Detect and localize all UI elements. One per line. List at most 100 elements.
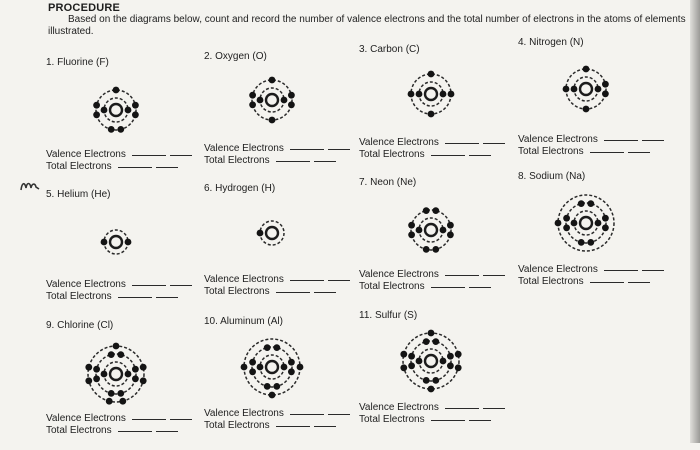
valence-line: Valence Electrons bbox=[359, 402, 505, 413]
electron-dot bbox=[273, 383, 281, 390]
element-cell: 11. Sulfur (S) Valence Electrons Total E… bbox=[359, 310, 514, 440]
electron-dot bbox=[427, 329, 435, 337]
valence-blank[interactable] bbox=[603, 270, 638, 271]
electron-dot bbox=[280, 363, 288, 371]
electron-dot bbox=[447, 231, 454, 239]
electron-dot bbox=[273, 344, 281, 351]
electron-dot bbox=[594, 219, 602, 227]
electron-dot bbox=[268, 391, 276, 399]
electron-dot bbox=[93, 375, 100, 383]
total-blank[interactable] bbox=[589, 282, 624, 283]
total-blank[interactable] bbox=[117, 297, 152, 298]
element-name: Carbon (C) bbox=[370, 44, 420, 55]
total-blank[interactable] bbox=[275, 161, 310, 162]
electron-dot bbox=[577, 239, 585, 246]
atom-diagram bbox=[400, 329, 462, 393]
electron-dot bbox=[407, 90, 415, 98]
element-cell: 2. Oxygen (O) Valence Electrons Total El… bbox=[204, 51, 359, 181]
electron-dot bbox=[432, 207, 440, 214]
valence-blank[interactable] bbox=[603, 140, 638, 141]
electron-dot bbox=[400, 364, 408, 372]
valence-blank[interactable] bbox=[131, 155, 166, 156]
total-line: Total Electrons bbox=[204, 286, 336, 297]
blank-extra bbox=[327, 414, 350, 415]
electron-shell bbox=[410, 209, 452, 251]
valence-line: Valence Electrons bbox=[46, 279, 192, 290]
electron-dot bbox=[427, 110, 435, 118]
valence-label: Valence Electrons bbox=[204, 143, 284, 154]
instructions: Based on the diagrams below, count and r… bbox=[48, 14, 686, 37]
electron-dot bbox=[132, 111, 139, 119]
total-blank[interactable] bbox=[589, 152, 624, 153]
valence-blank[interactable] bbox=[289, 414, 324, 415]
element-number: 3. bbox=[359, 44, 368, 55]
electron-dot bbox=[582, 65, 590, 73]
electron-dot bbox=[249, 91, 256, 99]
blank-extra bbox=[313, 161, 336, 162]
total-blank[interactable] bbox=[275, 292, 310, 293]
nucleus bbox=[264, 225, 280, 241]
valence-blank[interactable] bbox=[444, 275, 479, 276]
margin-scribble bbox=[20, 182, 40, 191]
electron-shell bbox=[259, 220, 285, 246]
electron-shell bbox=[251, 346, 293, 388]
electron-dot bbox=[594, 85, 602, 93]
nucleus bbox=[423, 353, 439, 369]
electron-shell bbox=[95, 89, 137, 131]
nucleus bbox=[108, 234, 124, 250]
electron-dot bbox=[117, 351, 125, 358]
valence-blank[interactable] bbox=[444, 143, 479, 144]
valence-blank[interactable] bbox=[444, 408, 479, 409]
electron-dot bbox=[100, 106, 108, 114]
element-number: 8. bbox=[518, 171, 527, 182]
electron-dot bbox=[288, 358, 295, 366]
valence-line: Valence Electrons bbox=[518, 264, 664, 275]
atom-diagram bbox=[240, 338, 304, 399]
valence-blank[interactable] bbox=[131, 285, 166, 286]
total-label: Total Electrons bbox=[518, 146, 584, 157]
total-line: Total Electrons bbox=[204, 420, 336, 431]
blank-extra bbox=[169, 285, 192, 286]
electron-dot bbox=[249, 358, 256, 366]
electron-dot bbox=[288, 91, 295, 99]
blank-extra bbox=[327, 149, 350, 150]
total-blank[interactable] bbox=[275, 426, 310, 427]
electron-shell bbox=[410, 340, 452, 382]
valence-line: Valence Electrons bbox=[204, 274, 350, 285]
nucleus bbox=[423, 86, 439, 102]
electron-dot bbox=[587, 200, 595, 207]
element-title: 7. Neon (Ne) bbox=[359, 177, 416, 188]
valence-label: Valence Electrons bbox=[46, 279, 126, 290]
total-blank[interactable] bbox=[430, 420, 465, 421]
electron-dot bbox=[93, 365, 100, 373]
atom-diagram bbox=[407, 70, 455, 118]
total-blank[interactable] bbox=[117, 167, 152, 168]
total-line: Total Electrons bbox=[518, 146, 650, 157]
atom-diagram bbox=[562, 65, 609, 113]
page-edge bbox=[690, 0, 700, 443]
electron-dot bbox=[288, 368, 295, 376]
electron-dot bbox=[256, 363, 264, 371]
blank-extra bbox=[482, 408, 505, 409]
valence-line: Valence Electrons bbox=[46, 413, 192, 424]
atom-diagram bbox=[408, 207, 454, 253]
total-blank[interactable] bbox=[430, 287, 465, 288]
total-blank[interactable] bbox=[430, 155, 465, 156]
electron-shell bbox=[418, 217, 444, 243]
total-blank[interactable] bbox=[117, 431, 152, 432]
valence-blank[interactable] bbox=[289, 149, 324, 150]
total-label: Total Electrons bbox=[359, 414, 425, 425]
electron-dot bbox=[124, 370, 132, 378]
valence-blank[interactable] bbox=[289, 280, 324, 281]
blank-extra bbox=[468, 155, 491, 156]
blank-extra bbox=[169, 419, 192, 420]
heading: PROCEDURE bbox=[48, 2, 121, 14]
element-name: Chlorine (Cl) bbox=[57, 320, 114, 331]
electron-dot bbox=[582, 105, 590, 113]
total-label: Total Electrons bbox=[204, 155, 270, 166]
valence-blank[interactable] bbox=[131, 419, 166, 420]
element-title: 6. Hydrogen (H) bbox=[204, 183, 275, 194]
blank-extra bbox=[155, 297, 178, 298]
electron-dot bbox=[139, 363, 147, 371]
total-line: Total Electrons bbox=[518, 276, 650, 287]
